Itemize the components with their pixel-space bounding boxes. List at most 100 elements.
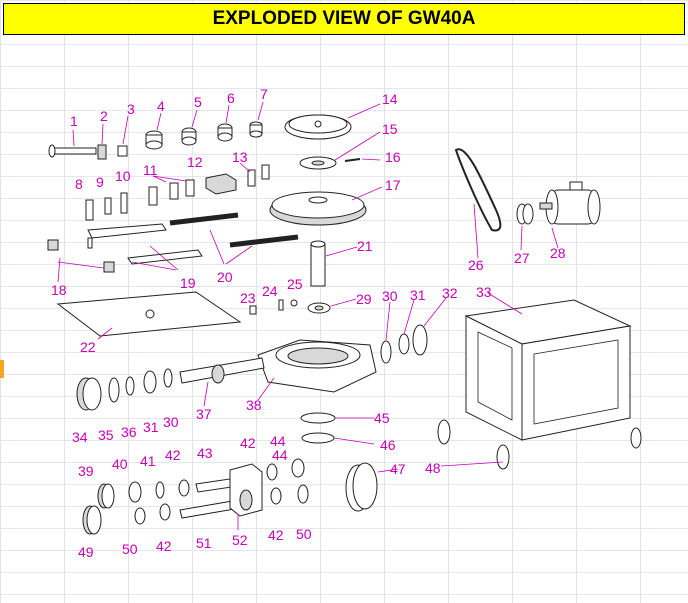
row-selection-marker bbox=[0, 360, 4, 378]
label-1: 1 bbox=[70, 113, 78, 129]
label-23: 23 bbox=[240, 290, 256, 306]
part-7-bearing bbox=[249, 121, 263, 138]
label-42d: 42 bbox=[268, 527, 284, 543]
label-36: 36 bbox=[121, 424, 137, 440]
part-6-bearing bbox=[217, 123, 233, 142]
label-51: 51 bbox=[196, 535, 212, 551]
part-11-spacers bbox=[148, 179, 195, 206]
label-5: 5 bbox=[194, 94, 202, 110]
label-22: 22 bbox=[80, 339, 96, 355]
label-31b: 31 bbox=[143, 419, 159, 435]
part-12-block bbox=[205, 173, 237, 195]
label-32: 32 bbox=[442, 285, 458, 301]
label-7: 7 bbox=[260, 86, 268, 102]
part-35-36-washers bbox=[108, 368, 173, 403]
part-44-bearings bbox=[291, 458, 309, 504]
part-5-bearing bbox=[181, 127, 197, 146]
part-10-bolt bbox=[120, 192, 128, 214]
label-44: 44 bbox=[270, 433, 286, 449]
part-9-bolt bbox=[104, 197, 112, 215]
label-37: 37 bbox=[196, 406, 212, 422]
label-41: 41 bbox=[140, 453, 156, 469]
part-18-clamp bbox=[47, 239, 115, 273]
label-28: 28 bbox=[550, 245, 566, 261]
label-8: 8 bbox=[75, 176, 83, 192]
part-27-pulley bbox=[516, 203, 534, 225]
label-13: 13 bbox=[232, 149, 248, 165]
label-17: 17 bbox=[385, 177, 401, 193]
label-6: 6 bbox=[227, 90, 235, 106]
part-labels: 1 2 3 4 5 6 7 8 9 10 11 12 13 14 15 16 1… bbox=[51, 86, 566, 560]
part-50-washer bbox=[134, 507, 146, 525]
label-40: 40 bbox=[112, 456, 128, 472]
part-15-hub bbox=[299, 156, 337, 170]
label-42b: 42 bbox=[240, 435, 256, 451]
label-26: 26 bbox=[468, 257, 484, 273]
part-28-motor bbox=[539, 181, 601, 225]
part-20-rods bbox=[169, 212, 299, 248]
part-4-bearing bbox=[145, 130, 163, 150]
part-37-shaft bbox=[179, 357, 265, 384]
label-10: 10 bbox=[115, 168, 131, 184]
label-30b: 30 bbox=[163, 414, 179, 430]
part-34-gear bbox=[76, 377, 102, 411]
label-19: 19 bbox=[180, 275, 196, 291]
part-2-block bbox=[97, 144, 107, 160]
label-2: 2 bbox=[100, 108, 108, 124]
part-40-gear bbox=[128, 481, 142, 503]
label-18: 18 bbox=[51, 282, 67, 298]
label-38: 38 bbox=[246, 397, 262, 413]
label-34: 34 bbox=[72, 429, 88, 445]
part-33-frame bbox=[464, 299, 632, 441]
label-9: 9 bbox=[96, 174, 104, 190]
label-45: 45 bbox=[374, 410, 390, 426]
label-42c: 42 bbox=[156, 538, 172, 554]
label-11: 11 bbox=[143, 162, 158, 178]
part-52-gearbox bbox=[229, 463, 263, 517]
label-21: 21 bbox=[357, 238, 373, 254]
part-17-gear bbox=[269, 191, 367, 226]
label-15: 15 bbox=[382, 121, 398, 137]
label-43: 43 bbox=[197, 445, 213, 461]
label-33: 33 bbox=[476, 284, 492, 300]
part-42-bearings bbox=[159, 463, 282, 521]
label-35: 35 bbox=[98, 427, 114, 443]
label-25: 25 bbox=[287, 276, 303, 292]
part-16-key bbox=[344, 158, 361, 162]
label-14: 14 bbox=[382, 91, 398, 107]
label-29: 29 bbox=[356, 291, 372, 307]
part-14-pulley bbox=[284, 114, 352, 140]
label-4: 4 bbox=[157, 98, 165, 114]
part-41-washer bbox=[155, 481, 165, 499]
label-12: 12 bbox=[187, 154, 203, 170]
label-52: 52 bbox=[232, 532, 248, 548]
label-30: 30 bbox=[382, 288, 398, 304]
label-42: 42 bbox=[165, 447, 181, 463]
part-21-shaft bbox=[310, 240, 326, 287]
label-46: 46 bbox=[380, 437, 396, 453]
label-44b: 44 bbox=[272, 447, 288, 463]
leader-lines bbox=[57, 101, 559, 530]
part-29-bearing bbox=[307, 302, 331, 314]
part-1-pin bbox=[48, 144, 97, 158]
label-16: 16 bbox=[385, 149, 401, 165]
part-8-bolt bbox=[85, 199, 94, 221]
part-45-46-washers bbox=[300, 412, 336, 444]
label-50: 50 bbox=[122, 541, 138, 557]
label-31: 31 bbox=[410, 287, 426, 303]
label-49: 49 bbox=[78, 544, 94, 560]
part-47-pulley bbox=[345, 462, 378, 512]
part-22-plate bbox=[56, 291, 242, 337]
title-bar: EXPLODED VIEW OF GW40A bbox=[3, 3, 685, 35]
label-48: 48 bbox=[425, 460, 441, 476]
part-13-pins bbox=[247, 164, 270, 187]
part-19-rails bbox=[87, 223, 203, 265]
label-20: 20 bbox=[217, 269, 233, 285]
page-title: EXPLODED VIEW OF GW40A bbox=[212, 8, 476, 29]
part-26-belt bbox=[454, 148, 502, 232]
label-27: 27 bbox=[514, 250, 530, 266]
part-49-gear bbox=[82, 505, 102, 535]
part-30-32-washers bbox=[380, 324, 428, 364]
label-3: 3 bbox=[127, 101, 135, 117]
